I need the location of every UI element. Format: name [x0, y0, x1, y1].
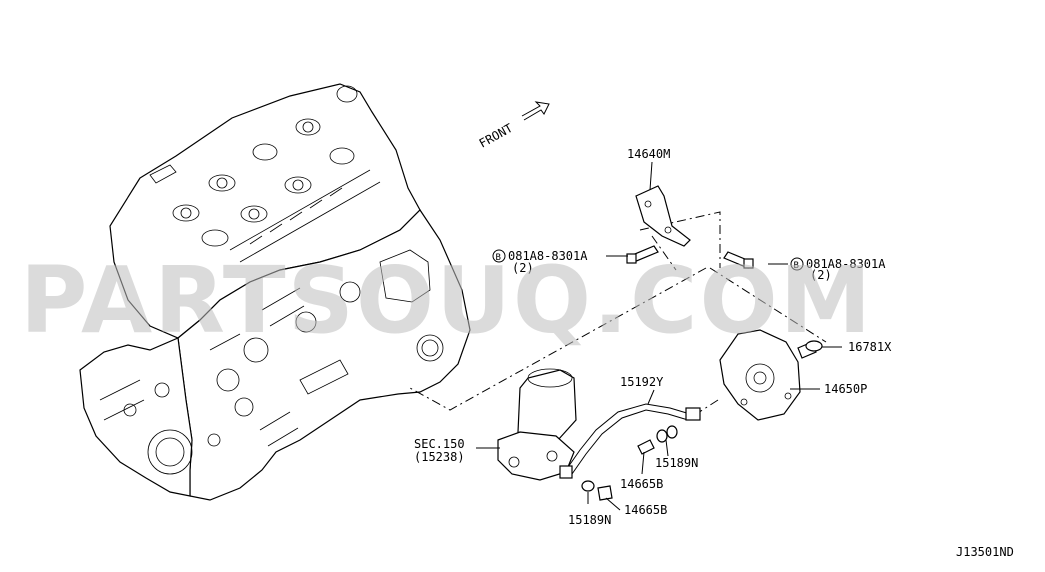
vacuum-pump-part [719, 329, 817, 421]
callout-bolt-left: 081A8-8301A [508, 249, 588, 263]
bolt-lower-part [597, 485, 613, 501]
watermark: PARTSOUQ.COM [20, 247, 873, 354]
callout-washer-lower: 15189N [568, 513, 611, 527]
engine-block-illustration [79, 83, 471, 501]
callout-bolt-upper: 14665B [620, 477, 663, 491]
oil-hose-part [559, 403, 701, 479]
callout-seal: 16781X [848, 340, 892, 354]
callout-bolt-left-qty: (2) [512, 261, 534, 275]
svg-text:B: B [496, 253, 501, 263]
washer-lower-part [581, 480, 595, 492]
callout-bracket: 14640M [627, 147, 670, 161]
bolt-upper-part [637, 439, 655, 455]
leader-lines [476, 161, 842, 511]
bolt-right-part [723, 251, 754, 269]
callout-bolt-right: 081A8-8301A [806, 257, 886, 271]
callout-washer-upper: 15189N [655, 456, 698, 470]
bolt-marker-right: B [790, 257, 804, 271]
callout-bolt-lower: 14665B [624, 503, 667, 517]
callout-hose: 15192Y [620, 375, 664, 389]
bracket-part [635, 185, 691, 247]
callout-pump: 14650P [824, 382, 867, 396]
diagram-code: J13501ND [956, 545, 1014, 559]
bolt-marker-left: B [492, 249, 506, 263]
front-direction-indicator: FRONT [477, 101, 550, 151]
oil-filter-part [497, 368, 577, 481]
bolt-left-part [626, 245, 659, 264]
callout-bolt-right-qty: (2) [810, 268, 832, 282]
callout-sec-ref-sub: (15238) [414, 450, 465, 464]
front-label: FRONT [477, 121, 515, 151]
washer-upper-part [656, 425, 678, 443]
svg-text:B: B [794, 261, 799, 271]
seal-part [805, 340, 823, 352]
callout-sec-ref: SEC.150 [414, 437, 465, 451]
